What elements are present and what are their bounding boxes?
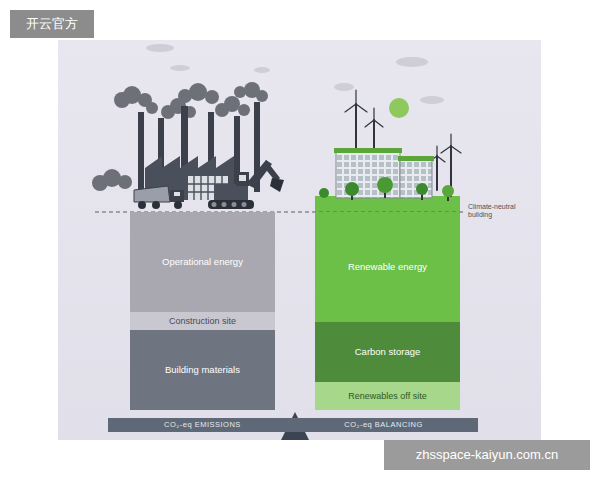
watermark: 开云官方 <box>10 10 94 38</box>
balancing-block: Renewable energy <box>315 212 460 322</box>
block-label: Operational energy <box>162 257 243 268</box>
balancing-block: Renewables off site <box>315 382 460 410</box>
excavator <box>208 160 284 209</box>
block-label: Renewables off site <box>348 391 426 401</box>
sky-clouds <box>146 44 444 104</box>
emission-block: Building materials <box>130 330 275 410</box>
beam-label: CO₂-eq EMISSIONS <box>112 421 293 430</box>
block-label: Construction site <box>169 316 236 326</box>
dump-truck <box>134 186 184 209</box>
balancing-block: Carbon storage <box>315 322 460 382</box>
emission-block: Construction site <box>130 312 275 330</box>
panel-background <box>58 40 541 440</box>
emission-block: Operational energy <box>130 212 275 312</box>
block-label: Building materials <box>165 365 240 376</box>
beam-label: CO₂-eq BALANCING <box>293 421 474 430</box>
block-label: Carbon storage <box>355 347 420 358</box>
green-building <box>334 148 434 198</box>
sun <box>389 98 409 118</box>
balance-beam: CO₂-eq EMISSIONSCO₂-eq BALANCING <box>108 418 478 432</box>
watermark: zhsspace-kaiyun.com.cn <box>384 440 590 470</box>
block-label: Renewable energy <box>348 262 427 273</box>
trees <box>319 177 454 201</box>
annotation: Climate-neutral building <box>468 203 524 220</box>
